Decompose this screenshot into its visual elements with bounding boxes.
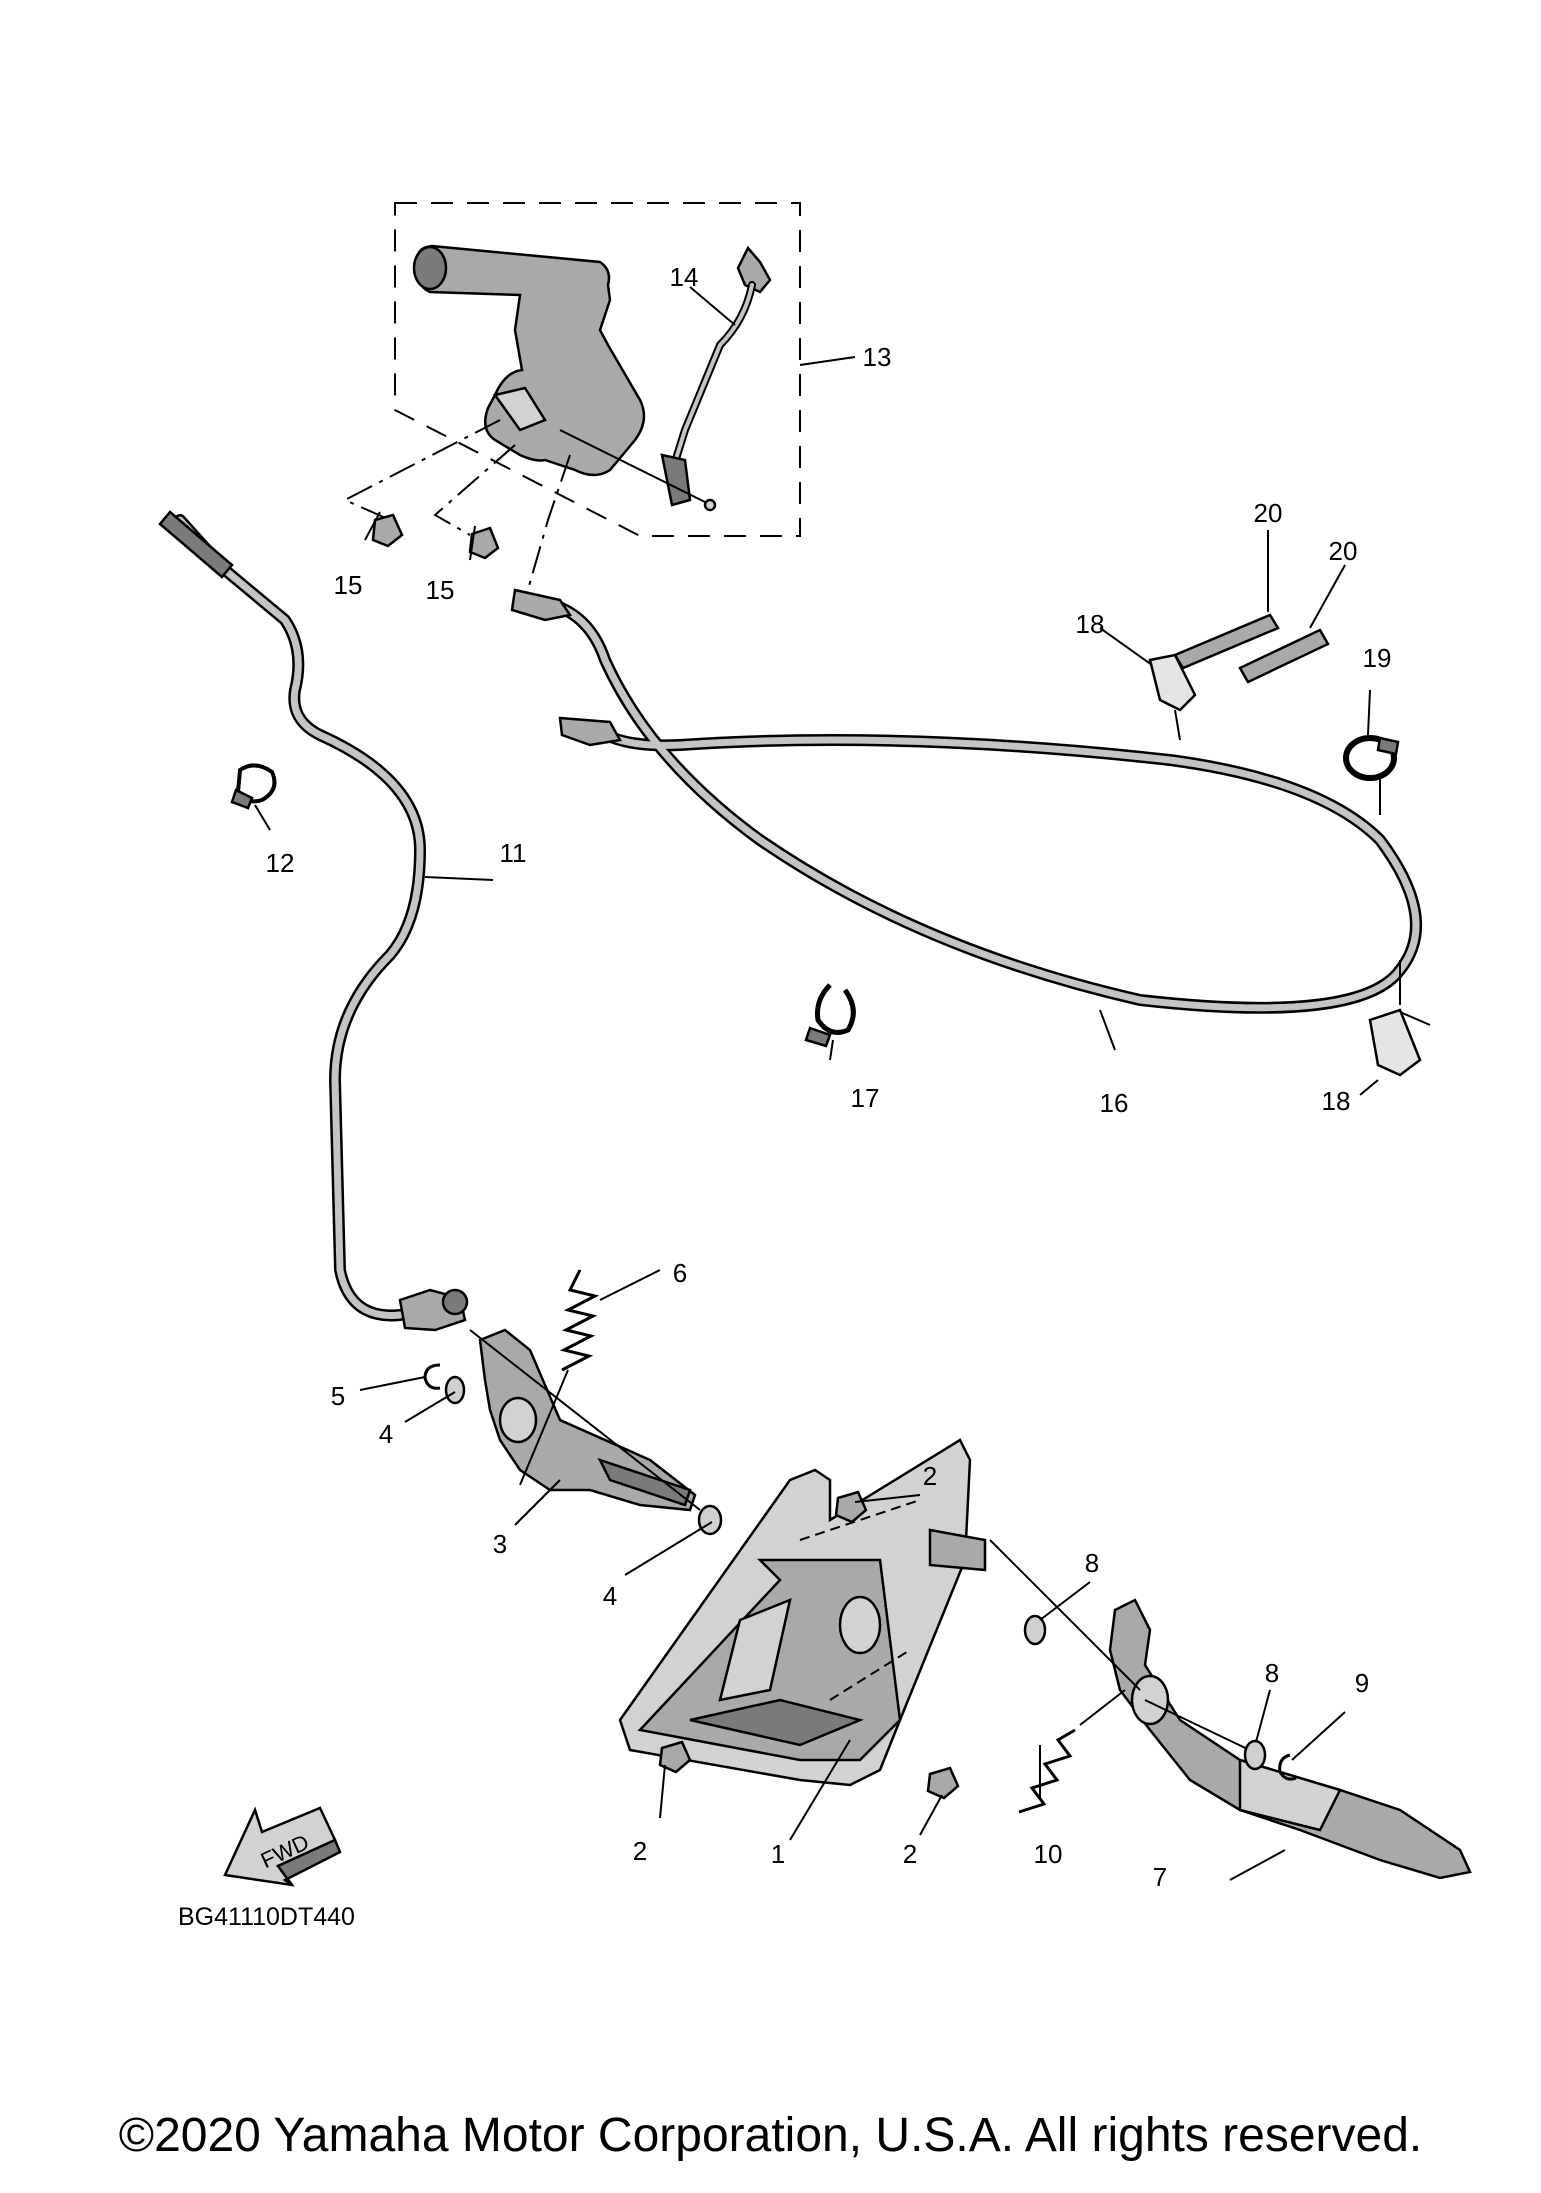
cable-16-end-a [510,588,573,622]
cable-16-end-b [558,716,622,747]
callout-15-left: 15 [334,570,363,600]
clamp-12 [230,763,277,810]
fwd-arrow: FWD [223,1806,342,1887]
clamp-17 [804,983,856,1048]
washer-8-right [1243,1739,1267,1771]
callout-2-bottom-right: 2 [903,1839,917,1869]
callout-4-upper: 4 [379,1419,393,1449]
lever-bracket [492,386,547,432]
callout-2-bottom-left: 2 [633,1836,647,1866]
protector-20-upper [1173,613,1280,670]
bolt-15-left [371,513,404,548]
spring-10 [1018,1689,1126,1814]
cable-11-end-fitting [158,510,234,579]
lever-housing [416,244,646,477]
leader-lines [254,286,1401,1881]
clip-18-lower [1368,1008,1431,1077]
copyright-notice: ©2020 Yamaha Motor Corporation, U.S.A. A… [118,2109,1423,2162]
washer-4-lower [697,1504,723,1536]
cable-16 [510,588,1422,1014]
brake-pedal-7 [989,1539,1472,1880]
callout-18-lower: 18 [1322,1086,1351,1116]
callout-labels: 1 2 2 2 3 4 4 5 6 7 8 8 9 10 11 12 13 14… [266,262,1392,1892]
clip-5 [423,1363,441,1390]
callout-12: 12 [266,848,295,878]
bolt-2-top [834,1490,868,1524]
lever-assembly-group [342,202,801,601]
callout-19: 19 [1363,643,1392,673]
callout-5: 5 [331,1381,345,1411]
bolt-15-right [468,526,500,560]
washer-8-left [1023,1614,1047,1646]
callout-18-upper: 18 [1076,609,1105,639]
callout-2-top: 2 [923,1461,937,1491]
callout-20-upper: 20 [1254,498,1283,528]
bolt-2-bottom-right [926,1766,960,1800]
spring-6 [519,1269,600,1486]
bolt-2-bottom-left [658,1740,692,1774]
lever-grip-end [412,245,448,291]
callout-11: 11 [500,838,527,868]
callout-17: 17 [851,1083,880,1113]
switch-connector [736,245,772,294]
callout-13: 13 [863,342,892,372]
callout-14: 14 [670,262,699,292]
clip-18-upper [1148,653,1197,712]
callout-9: 9 [1355,1668,1369,1698]
callout-7: 7 [1153,1862,1167,1892]
callout-8-right: 8 [1265,1658,1279,1688]
protector-20-lower [1238,628,1330,684]
switch-screw [703,498,717,512]
callout-1: 1 [771,1839,785,1869]
diagram-code: BG41110DT440 [178,1903,355,1931]
callout-20-lower: 20 [1329,536,1358,566]
washer-4-upper [444,1375,466,1405]
assembly-boundary [394,202,801,537]
brake-arm-3 [469,1328,701,1512]
callout-15-right: 15 [426,575,455,605]
callout-6: 6 [673,1258,687,1288]
switch-body [660,453,692,507]
cable-11-nut [441,1288,469,1316]
callout-4-lower: 4 [603,1581,617,1611]
cable-11 [158,510,469,1332]
callout-8-left: 8 [1085,1548,1099,1578]
clamp-19 [1343,735,1400,781]
clip-9 [1278,1753,1297,1781]
callout-10: 10 [1034,1839,1063,1869]
callout-16: 16 [1100,1088,1129,1118]
bracket-1 [618,1438,987,1787]
callout-3: 3 [493,1529,507,1559]
